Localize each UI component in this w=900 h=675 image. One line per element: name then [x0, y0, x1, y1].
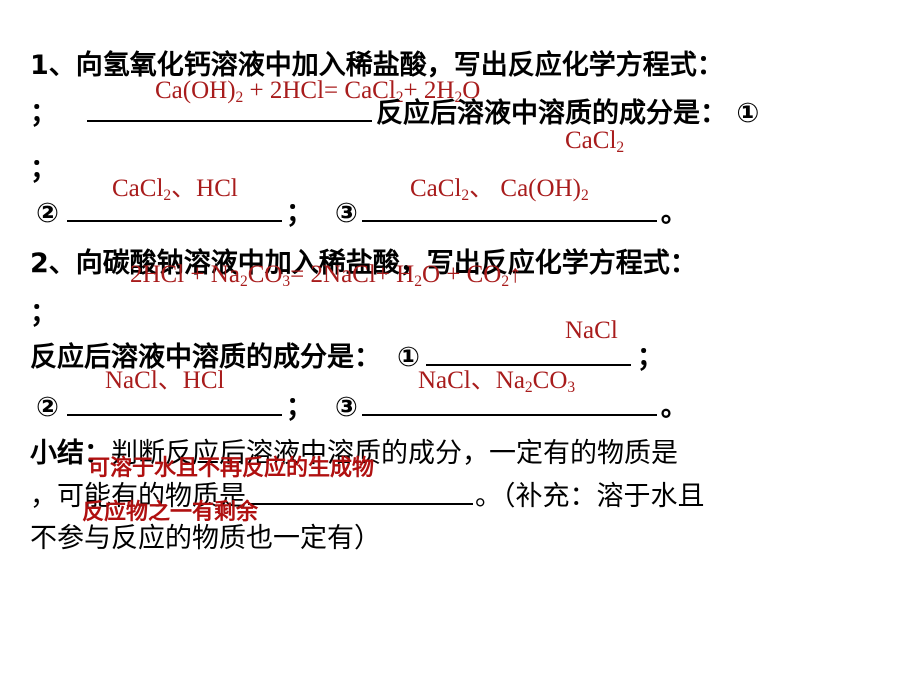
q2-blank-2	[66, 413, 282, 416]
q1-answer-1: CaCl2	[565, 127, 625, 156]
q1-semicolon-line: ；	[30, 154, 57, 185]
q1-equation-blank	[87, 119, 372, 122]
q2-equation-answer: 2HCl + Na2CO3= 2NaCl+ H2O + CO2↑	[130, 261, 522, 290]
q1-options-line: ②；③。	[36, 198, 688, 229]
q1-solute-line: ；反应后溶液中溶质的成分是： ①	[30, 98, 760, 129]
q1-equation-answer: Ca(OH)2 + 2HCl= CaCl2+ 2H2O	[155, 77, 481, 106]
summary-blank	[248, 502, 473, 505]
q2-answer-2: NaCl、HCl	[105, 367, 225, 394]
summary-line-3: 不参与反应的物质也一定有）	[30, 523, 381, 554]
q1-blank-2	[66, 219, 282, 222]
summary-answer-2: 反应物之一有剩余	[82, 500, 259, 525]
q1-answer-3: CaCl2、 Ca(OH)2	[410, 175, 589, 204]
q1-blank-3	[361, 219, 657, 222]
q1-prompt: 1、向氢氧化钙溶液中加入稀盐酸，写出反应化学方程式：	[30, 50, 724, 81]
summary-line-1: 小结：判断反应后溶液中溶质的成分，一定有的物质是	[30, 438, 678, 469]
summary-answer-1: 可溶于水且不再反应的生成物	[88, 456, 375, 481]
q2-options-line: ②；③。	[36, 392, 688, 423]
q2-blank-1	[425, 363, 631, 366]
q2-answer-1: NaCl	[565, 317, 618, 344]
q2-solute-line: 反应后溶液中溶质的成分是：①；	[30, 342, 664, 373]
summary-line-2: ，可能有的物质是。（补充：溶于水且	[30, 481, 705, 512]
q2-answer-3: NaCl、Na2CO3	[418, 367, 576, 396]
q2-prompt: 2、向碳酸钠溶液中加入稀盐酸，写出反应化学方程式：	[30, 248, 697, 279]
q2-semicolon-line: ；	[30, 298, 57, 329]
q2-blank-3	[361, 413, 657, 416]
q1-answer-2: CaCl2、HCl	[112, 175, 238, 204]
